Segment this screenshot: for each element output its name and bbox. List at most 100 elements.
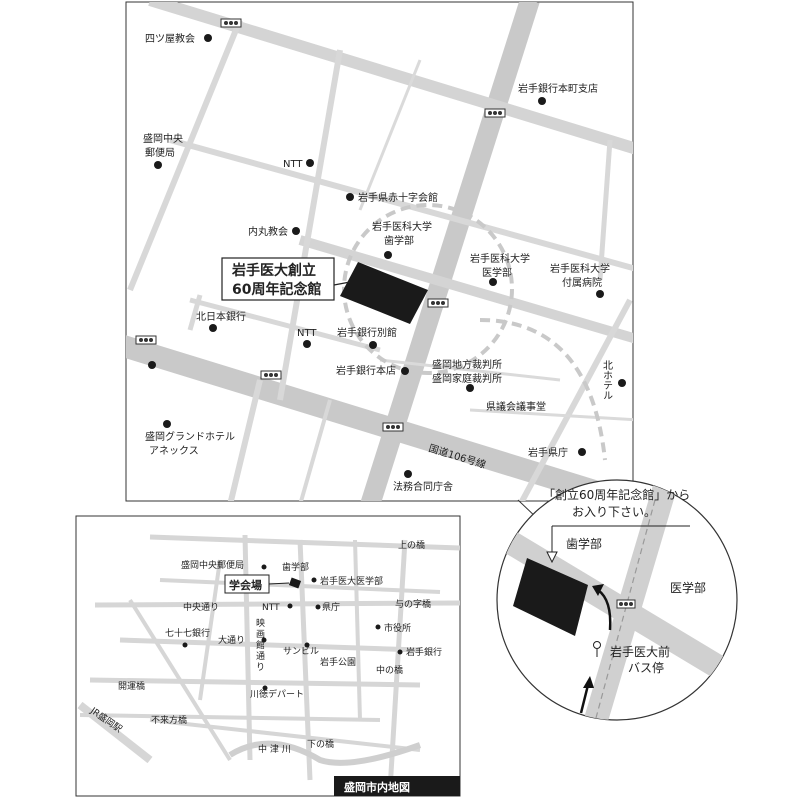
label-kaiunbashi: 開運橋 — [118, 680, 145, 692]
label-sunbill: サンビル — [283, 646, 319, 657]
city-map-labels: 盛岡中央郵便局 歯学部 上の橋 学会場 岩手医大医学部 中央通り NTT 県庁 … — [87, 539, 442, 794]
road-route-106 — [126, 335, 633, 501]
label-shiyakusho: 市役所 — [384, 622, 411, 634]
label-iwate-bank-honcho: 岩手銀行本町支店 — [518, 82, 598, 95]
label-prefectural-office: 岩手県庁 — [528, 446, 568, 459]
label-medical-1: 岩手医科大学 — [470, 252, 530, 265]
label-kaminohashi: 上の橋 — [398, 539, 425, 551]
label-yonoji-bashi: 与の字橋 — [395, 598, 431, 610]
location-dot-icon — [261, 637, 267, 643]
label-assembly-hall: 県議会議事堂 — [486, 400, 546, 413]
label-inset-medical: 医学部 — [670, 580, 706, 595]
label-ntt: NTT — [262, 603, 280, 613]
jr-rail-line — [77, 701, 153, 764]
label-eigakan-3: 館 — [256, 639, 265, 651]
traffic-signal-icon — [427, 298, 449, 308]
label-yotsuya-church: 四ツ屋教会 — [145, 32, 195, 45]
label-venue: 学会場 — [229, 578, 262, 592]
label-odori: 大通り — [218, 634, 245, 646]
label-dental: 歯学部 — [282, 561, 309, 573]
city-map-title: 盛岡市内地図 — [344, 780, 410, 794]
label-iwate-park: 岩手公園 — [320, 656, 356, 668]
traffic-signal-icon — [220, 18, 242, 28]
location-dot-icon — [578, 448, 586, 456]
main-map-roads — [126, 2, 633, 501]
approach-arrow-icon — [579, 684, 590, 714]
traffic-signal-icon — [382, 422, 404, 432]
label-legal-affairs: 法務合同庁舎 — [393, 480, 453, 493]
memorial-callout-box — [221, 257, 335, 301]
venue-building — [288, 577, 302, 589]
location-dot-icon — [375, 624, 381, 630]
label-central-post: 盛岡中央郵便局 — [181, 559, 244, 571]
campus-dashed-route — [479, 318, 607, 461]
location-dot-icon — [209, 324, 217, 332]
label-memorial-1: 岩手医大創立 — [231, 262, 316, 279]
label-bus-stop-2: バス停 — [628, 660, 664, 675]
label-eigakan-5: り — [256, 662, 265, 673]
location-dot-icon — [262, 685, 268, 691]
location-dot-icon — [287, 603, 293, 609]
label-iwate-bank-main: 岩手銀行本店 — [336, 364, 396, 377]
main-map-labels: 四ツ屋教会 岩手銀行本町支店 盛岡中央 郵便局 NTT 岩手県赤十字会館 内丸教… — [143, 32, 613, 493]
label-iwate-bank: 岩手銀行 — [406, 646, 442, 658]
label-ntt-south: NTT — [297, 328, 317, 339]
inset-dashed-line — [589, 499, 656, 720]
label-medical-univ: 岩手医大医学部 — [320, 575, 383, 587]
nakatsu-river — [228, 740, 422, 766]
label-nakatsugawa: 中 津 川 — [258, 743, 291, 755]
label-iwate-bank-annex: 岩手銀行別館 — [337, 326, 397, 339]
label-district-court-1: 盛岡地方裁判所 — [432, 358, 502, 371]
label-hospital-2: 付属病院 — [562, 276, 602, 289]
location-dot-icon — [261, 564, 267, 570]
label-bus-stop-1: 岩手医大前 — [610, 644, 670, 659]
location-dot-icon — [401, 367, 409, 375]
label-grand-hotel-2: アネックス — [149, 445, 199, 457]
label-kawatoku: 川徳デパート — [250, 688, 304, 700]
label-north-hotel: 北ホテル — [601, 360, 613, 400]
label-instruction-1: 「創立60周年記念館」から — [543, 487, 690, 502]
location-dot-icon — [618, 379, 626, 387]
label-dental-1: 岩手医科大学 — [372, 220, 432, 233]
label-ntt-north: NTT — [283, 159, 303, 170]
location-dot-icon — [538, 97, 546, 105]
location-dot-icon — [489, 278, 497, 286]
location-dot-icon — [346, 193, 354, 201]
label-eigakan-1: 映 — [256, 617, 265, 629]
entry-arrow-icon — [597, 588, 612, 631]
location-dot-icon — [154, 161, 162, 169]
label-chuo-dori: 中央通り — [183, 601, 219, 613]
traffic-signal-icon — [135, 335, 157, 345]
label-inset-dental: 歯学部 — [566, 536, 602, 551]
label-uchimaru-church: 内丸教会 — [248, 225, 288, 238]
location-dot-icon — [292, 227, 300, 235]
inset-road-diagonal — [497, 519, 737, 691]
label-nakanohashi: 中の橋 — [376, 664, 403, 676]
location-dot-icon — [148, 361, 156, 369]
traffic-signal-icon — [616, 599, 636, 609]
traffic-signal-icon — [484, 108, 506, 118]
main-map: 四ツ屋教会 岩手銀行本町支店 盛岡中央 郵便局 NTT 岩手県赤十字会館 内丸教… — [125, 1, 634, 502]
label-medical-2: 医学部 — [482, 266, 512, 279]
inset-circle: 「創立60周年記念館」から お入り下さい。 歯学部 医学部 岩手医大前 バス停 — [496, 479, 738, 721]
location-dot-icon — [182, 642, 188, 648]
label-eigakan-2: 画 — [256, 629, 265, 640]
location-dot-icon — [204, 34, 212, 42]
label-furaikata-bashi: 不来方橋 — [151, 714, 187, 726]
location-dot-icon — [306, 159, 314, 167]
city-map-title-tab — [334, 776, 460, 796]
label-grand-hotel-1: 盛岡グランドホテル — [145, 430, 235, 443]
location-dot-icon — [369, 341, 377, 349]
inset-memorial-building — [513, 558, 588, 636]
location-dot-icon — [466, 384, 474, 392]
memorial-hall-building — [340, 262, 428, 324]
location-dot-icon — [304, 642, 310, 648]
location-dot-icon — [397, 649, 403, 655]
label-district-court-2: 盛岡家庭裁判所 — [432, 372, 502, 385]
label-memorial-2: 60周年記念館 — [232, 281, 321, 298]
label-central-post-2: 郵便局 — [145, 146, 175, 159]
label-hospital-1: 岩手医科大学 — [550, 262, 610, 275]
location-dot-icon — [311, 577, 317, 583]
label-instruction-2: お入り下さい。 — [572, 505, 656, 519]
